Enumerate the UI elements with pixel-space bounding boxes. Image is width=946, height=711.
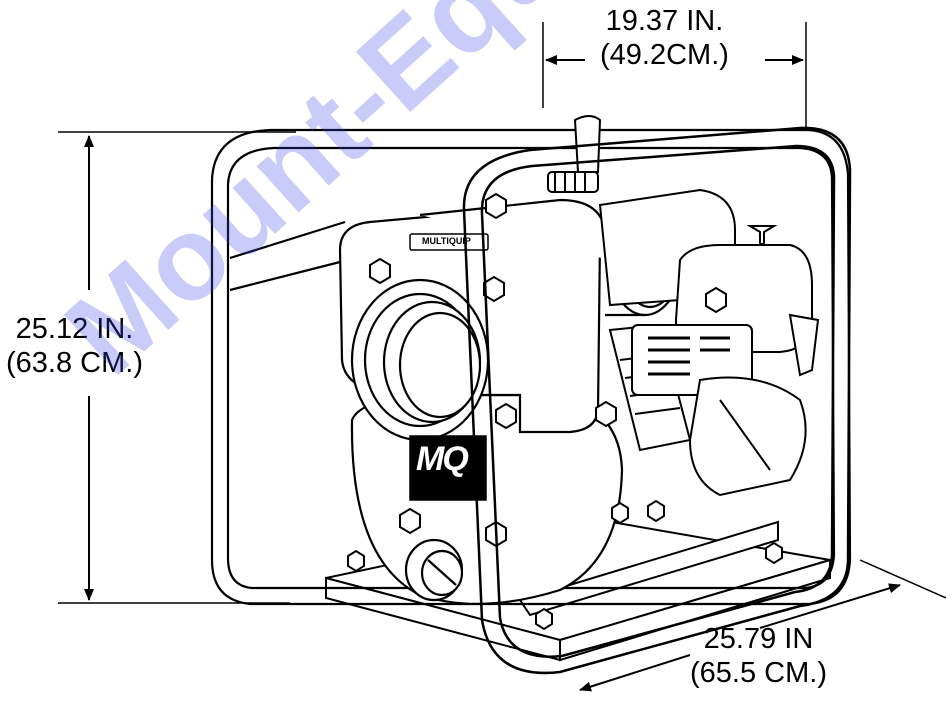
drain-plug [404,538,464,602]
width-metric: (49.2CM.) [600,39,729,71]
length-metric: (65.5 CM.) [690,657,827,689]
length-dimension-label: 25.79 IN (65.5 CM.) [690,622,827,690]
length-imperial: 25.79 IN [703,623,814,655]
suction-port [350,278,490,442]
width-imperial: 19.37 IN. [605,5,724,37]
dimension-arrows [84,55,901,692]
length-arrow-left [579,654,691,692]
height-metric: (63.8 CM.) [6,347,143,379]
height-dimension-label: 25.12 IN. (63.8 CM.) [6,312,143,380]
front-frame [462,126,852,675]
mq-logo: MQ [416,440,469,478]
engine [598,188,820,497]
crankcase [688,376,807,497]
wing-nut [746,225,778,245]
fill-cap [547,115,602,193]
recoil-handle [788,313,820,377]
pump-badge-text: MULTIQUIP [422,236,471,246]
width-dimension-label: 19.37 IN. (49.2CM.) [600,4,729,72]
length-arrow-right [759,583,901,629]
height-imperial: 25.12 IN. [15,313,134,345]
bolts [347,192,783,631]
